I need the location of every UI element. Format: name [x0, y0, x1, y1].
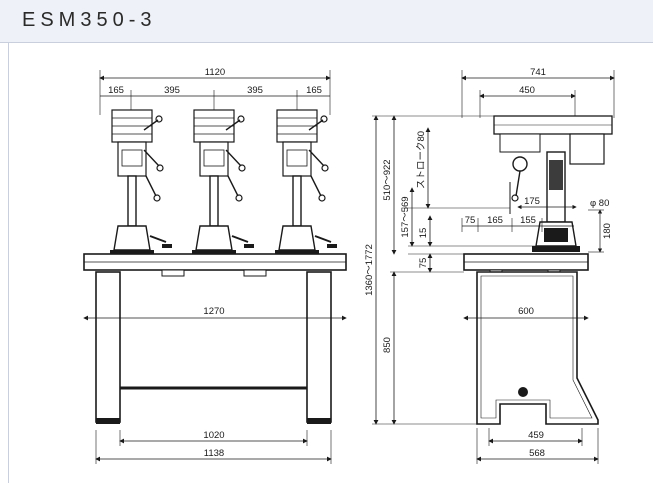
dim-table-width: 1270	[203, 306, 224, 317]
drill-press-left	[109, 109, 173, 257]
dim-155: 155	[520, 215, 536, 226]
dim-165: 165	[487, 215, 503, 226]
dim-left-side: 165	[108, 85, 124, 96]
dim-175: 175	[524, 196, 540, 207]
dim-side-table-width: 600	[518, 306, 534, 317]
front-view: 1120 165 395 395 165	[83, 67, 347, 464]
dim-stroke: ストローク80	[416, 131, 427, 189]
dim-stand-inner: 1020	[203, 430, 224, 441]
title-bar: ESM350-3	[0, 0, 653, 43]
model-title: ESM350-3	[22, 9, 157, 31]
dim-stand-outer: 1138	[204, 448, 224, 459]
dim-right-side: 165	[306, 85, 322, 96]
dim-75: 75	[418, 258, 429, 269]
dim-side-top-inner: 450	[519, 85, 535, 96]
drill-press-center	[191, 109, 255, 257]
left-border	[8, 43, 9, 483]
dim-height-upper: 510～922	[382, 159, 393, 200]
dim-side-base-inner: 459	[528, 430, 544, 441]
dim-850: 850	[382, 337, 393, 353]
dim-15: 15	[418, 228, 429, 239]
side-view: 741 450	[364, 67, 615, 464]
dim-spacing-1: 395	[164, 85, 180, 96]
dim-overall-width: 1120	[205, 67, 225, 78]
dim-height-lower: 157～569	[400, 196, 411, 237]
dim-phi80: φ 80	[590, 198, 609, 209]
dim-side-base-outer: 568	[529, 448, 545, 459]
dim-180: 180	[602, 223, 613, 239]
dim-75b: 75	[465, 215, 476, 226]
dim-overall-height: 1360～1772	[364, 244, 375, 296]
dim-spacing-2: 395	[247, 85, 263, 96]
drill-press-right	[274, 109, 338, 257]
dim-side-top-overall: 741	[530, 67, 546, 78]
